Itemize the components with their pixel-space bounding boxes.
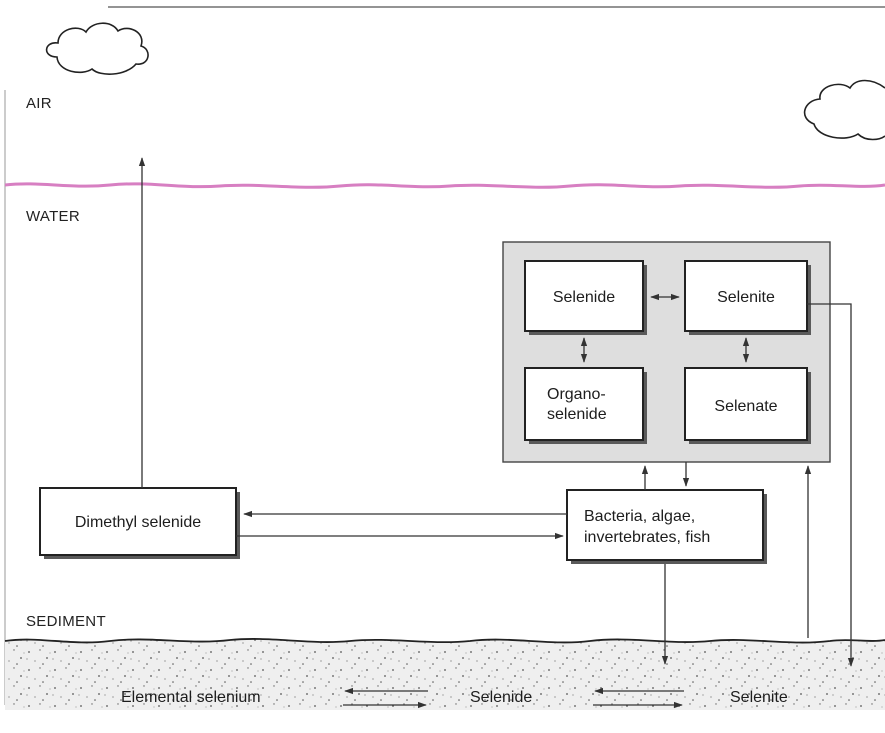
air-label: AIR	[26, 95, 52, 112]
selenate-box	[684, 367, 808, 441]
dimethyl-selenide-box	[39, 487, 237, 556]
selenide-label: Selenide	[553, 289, 615, 306]
organoselenide-label-line2: selenide	[547, 406, 607, 423]
selenite-to-sediment-arrow	[807, 303, 855, 667]
selenite-box	[684, 260, 808, 332]
sediment-label: SEDIMENT	[26, 613, 106, 630]
dimethyl-selenide-label: Dimethyl selenide	[75, 514, 201, 531]
organoselenide-label-line1: Organo-	[547, 386, 606, 403]
cloud-left	[45, 22, 149, 75]
biota-label-line2: invertebrates, fish	[584, 529, 710, 546]
selenate-label: Selenate	[714, 398, 777, 415]
selenide-box	[524, 260, 644, 332]
biota-box	[566, 489, 764, 561]
water-surface	[4, 182, 885, 189]
organoselenide-box	[524, 367, 644, 441]
cloud-right	[803, 79, 885, 141]
sediment-surface	[4, 638, 885, 644]
selenite-label: Selenite	[717, 289, 775, 306]
biota-label-line1: Bacteria, algae,	[584, 508, 695, 525]
elemental-selenium-label: Elemental selenium	[121, 689, 261, 706]
water-label: WATER	[26, 208, 80, 225]
sediment-selenide-label: Selenide	[470, 689, 532, 706]
sediment-selenite-label: Selenite	[730, 689, 788, 706]
